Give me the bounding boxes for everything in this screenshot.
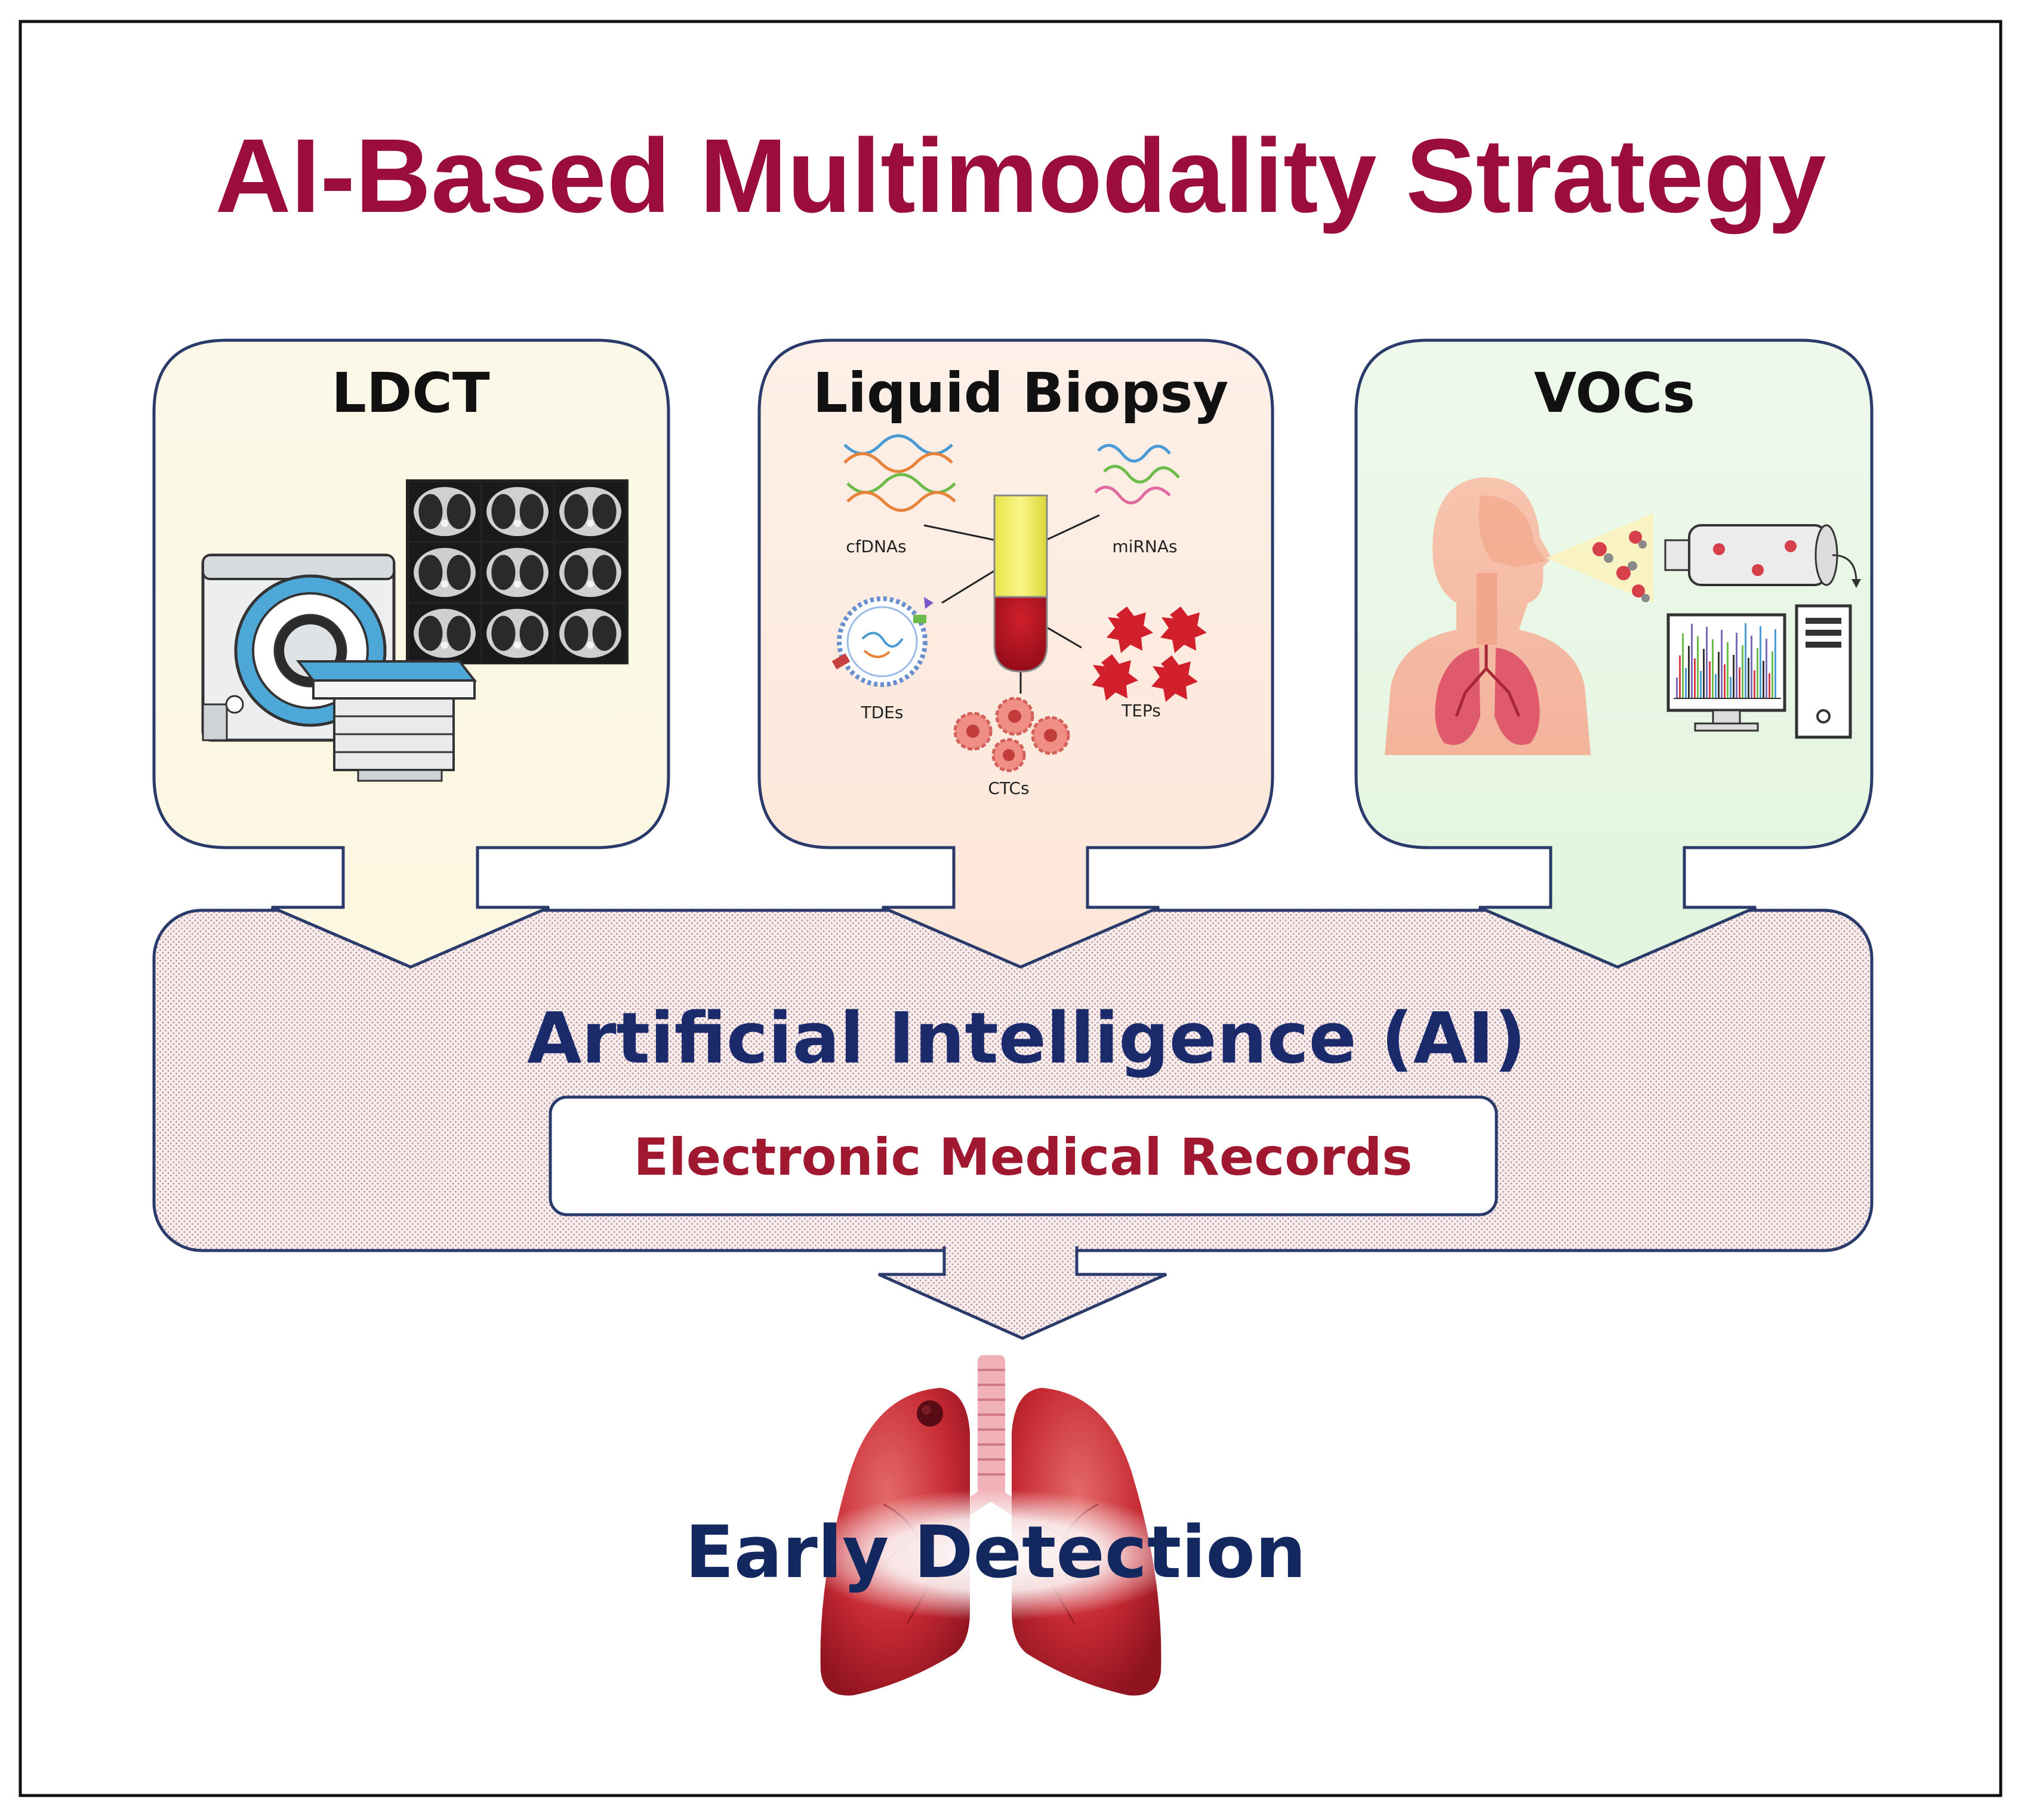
ctc-label: CTCs [988,778,1029,798]
emr-label: Electronic Medical Records [634,1128,1413,1187]
voc-molecules [1592,531,1650,602]
cfdna-label: cfDNAs [846,537,907,556]
breath-cone [1546,513,1653,603]
vocs-callout: VOCs [1354,338,1874,969]
rna-icon [1094,444,1180,504]
platelet-icon [1092,606,1207,702]
exosome-icon [831,596,934,687]
tde-label: TDEs [861,703,904,722]
ai-label: Artificial Intelligence (AI) [527,997,1526,1079]
ldct-label: LDCT [331,361,490,425]
human-respiratory-icon [1385,477,1591,755]
liquid-biopsy-label: Liquid Biopsy [813,361,1228,425]
diagram-title: AI-Based Multimodality Strategy [215,118,1826,235]
mirna-label: miRNAs [1112,537,1177,556]
breath-analyzer-icon [1664,524,1861,588]
computer-icon [1666,604,1852,739]
early-detection-label: Early Detection [685,1511,1307,1594]
lungs-icon [797,1355,1191,1696]
output-arrow [877,1246,1167,1340]
vocs-label: VOCs [1534,361,1695,425]
blood-tube-icon [993,494,1048,673]
tep-label: TEPs [1121,701,1161,720]
emr-box [549,1095,1498,1217]
dna-icon [843,434,956,512]
tumor-cell-icon [953,697,1070,772]
ct-scanner-icon [201,553,477,782]
ct-scan-images-icon [406,479,629,664]
liquid-biopsy-callout: Liquid Biopsy cfDNAs miRNAs [757,338,1274,969]
ldct-callout: LDCT [152,338,670,969]
